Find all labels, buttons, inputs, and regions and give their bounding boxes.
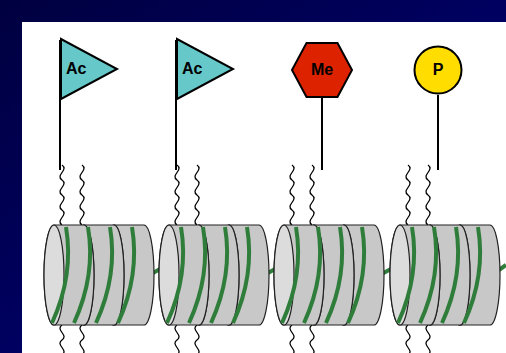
histone-disc bbox=[159, 225, 209, 325]
histone-tail bbox=[406, 165, 410, 225]
acetyl-flag: Ac bbox=[176, 38, 234, 100]
disc-face bbox=[390, 225, 410, 325]
histone-tail bbox=[60, 165, 64, 225]
histone-tail bbox=[426, 325, 430, 353]
histone-tail bbox=[406, 325, 410, 353]
nucleosome bbox=[44, 165, 154, 353]
mark-pole bbox=[437, 95, 439, 170]
histone-disc bbox=[274, 225, 324, 325]
dna-wrap bbox=[442, 227, 458, 323]
histone-disc bbox=[44, 225, 94, 325]
nucleosome bbox=[390, 165, 500, 353]
histone-disc bbox=[390, 225, 440, 325]
mark-label: Ac bbox=[66, 60, 86, 78]
mark-label: P bbox=[433, 61, 444, 79]
dna-wrap bbox=[326, 227, 342, 323]
white-panel bbox=[22, 22, 506, 353]
histone-tail bbox=[290, 325, 294, 353]
histone-tail bbox=[80, 325, 84, 353]
acetyl-flag: Ac bbox=[60, 38, 118, 100]
mark-pole bbox=[321, 98, 323, 170]
histone-tail bbox=[310, 165, 314, 225]
dna-wrap bbox=[348, 227, 364, 323]
mark-outline bbox=[292, 43, 352, 97]
mark-outline bbox=[415, 47, 462, 94]
disc-face bbox=[159, 225, 179, 325]
dna-wrap bbox=[74, 227, 90, 323]
dna-wrap bbox=[304, 227, 320, 323]
dna-wrap bbox=[52, 227, 68, 323]
dna-wrap bbox=[420, 227, 436, 323]
dna-wrap bbox=[464, 227, 480, 323]
histone-tail bbox=[80, 165, 84, 225]
disc-face bbox=[44, 225, 64, 325]
methyl-hexagon: Me bbox=[291, 42, 353, 98]
nucleosome bbox=[274, 165, 384, 353]
dna-wrap bbox=[96, 227, 112, 323]
histone-tail bbox=[310, 325, 314, 353]
mark-outline bbox=[61, 39, 117, 99]
dna-wrap bbox=[398, 227, 414, 323]
nucleosome bbox=[159, 165, 269, 353]
dna-wrap bbox=[118, 227, 134, 323]
disc-face bbox=[274, 225, 294, 325]
dna-wrap bbox=[211, 227, 227, 323]
mark-outline bbox=[177, 39, 233, 99]
mark-label: Me bbox=[311, 61, 333, 79]
histone-tail bbox=[426, 165, 430, 225]
dna-wrap bbox=[233, 227, 249, 323]
dna-wrap bbox=[189, 227, 205, 323]
dna-wrap bbox=[167, 227, 183, 323]
histone-tail bbox=[175, 325, 179, 353]
histone-tail bbox=[290, 165, 294, 225]
histone-tail bbox=[175, 165, 179, 225]
histone-tail bbox=[60, 325, 64, 353]
histone-tail bbox=[195, 325, 199, 353]
dna-wrap bbox=[282, 227, 298, 323]
phospho-circle: P bbox=[413, 45, 463, 95]
mark-label: Ac bbox=[182, 60, 202, 78]
histone-tail bbox=[195, 165, 199, 225]
